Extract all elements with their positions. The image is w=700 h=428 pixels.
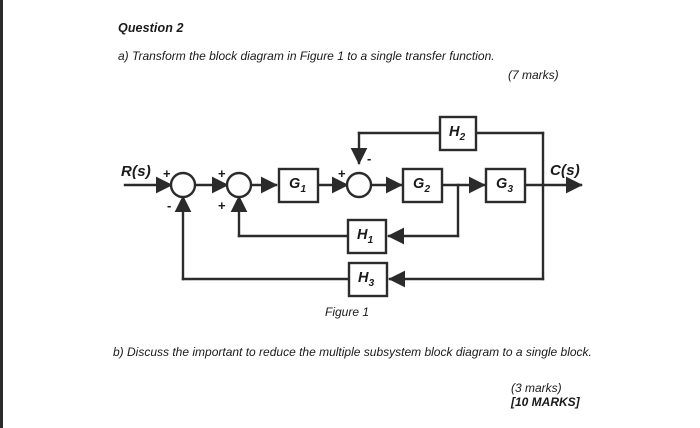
total-marks-label: [10 MARKS] — [511, 395, 580, 409]
block-label-g1-sub: 1 — [300, 183, 307, 195]
block-label-h3-base: H — [358, 270, 369, 286]
block-label-g3: G3 — [496, 176, 513, 195]
block-label-h2: H2 — [449, 124, 465, 143]
sum2-feedback-sign: + — [218, 198, 226, 213]
block-label-g3-base: G — [496, 176, 508, 192]
block-label-h1-base: H — [357, 227, 368, 243]
output-signal-label: C(s) — [550, 162, 580, 179]
question-part-b-text: b) Discuss the important to reduce the m… — [113, 345, 592, 359]
block-label-g3-sub: 3 — [507, 183, 514, 195]
summing-junction-2 — [225, 171, 253, 199]
question-part-a-marks: (7 marks) — [508, 68, 559, 82]
block-g2 — [401, 167, 444, 204]
block-diagram-figure: R(s) C(s) + - + + + - G1 G2 G3 H1 H2 H3 — [3, 0, 700, 428]
block-label-h1-sub: 1 — [367, 234, 374, 246]
summing-junction-3 — [345, 171, 373, 199]
sum1-feedback-sign: - — [167, 198, 172, 213]
block-label-h1: H1 — [357, 227, 373, 246]
question-part-b-marks: (3 marks) — [511, 381, 562, 395]
block-label-h2-sub: 2 — [459, 131, 466, 143]
block-label-g2-sub: 2 — [424, 183, 431, 195]
figure-caption: Figure 1 — [325, 305, 370, 319]
block-g3 — [484, 167, 527, 204]
block-label-h3: H3 — [358, 270, 374, 289]
page-title: Question 2 — [118, 21, 184, 35]
input-signal-label: R(s) — [121, 163, 151, 180]
block-label-g2-base: G — [413, 176, 425, 192]
sum2-input-sign: + — [218, 166, 226, 181]
block-label-g1-base: G — [289, 176, 301, 192]
block-h3 — [347, 261, 389, 298]
sum1-input-sign: + — [163, 166, 171, 181]
block-diagram-svg — [123, 115, 583, 298]
block-h2 — [438, 115, 478, 152]
sum3-input-sign: + — [338, 166, 346, 181]
block-label-h2-base: H — [449, 124, 460, 140]
block-label-g1: G1 — [289, 176, 306, 195]
block-h1 — [346, 218, 388, 255]
block-label-h3-sub: 3 — [368, 277, 375, 289]
sum3-feedback-sign: - — [367, 151, 372, 166]
question-part-a-text: a) Transform the block diagram in Figure… — [118, 49, 495, 63]
summing-junction-1 — [169, 171, 197, 199]
block-label-g2: G2 — [413, 176, 430, 195]
block-g1 — [277, 167, 320, 204]
